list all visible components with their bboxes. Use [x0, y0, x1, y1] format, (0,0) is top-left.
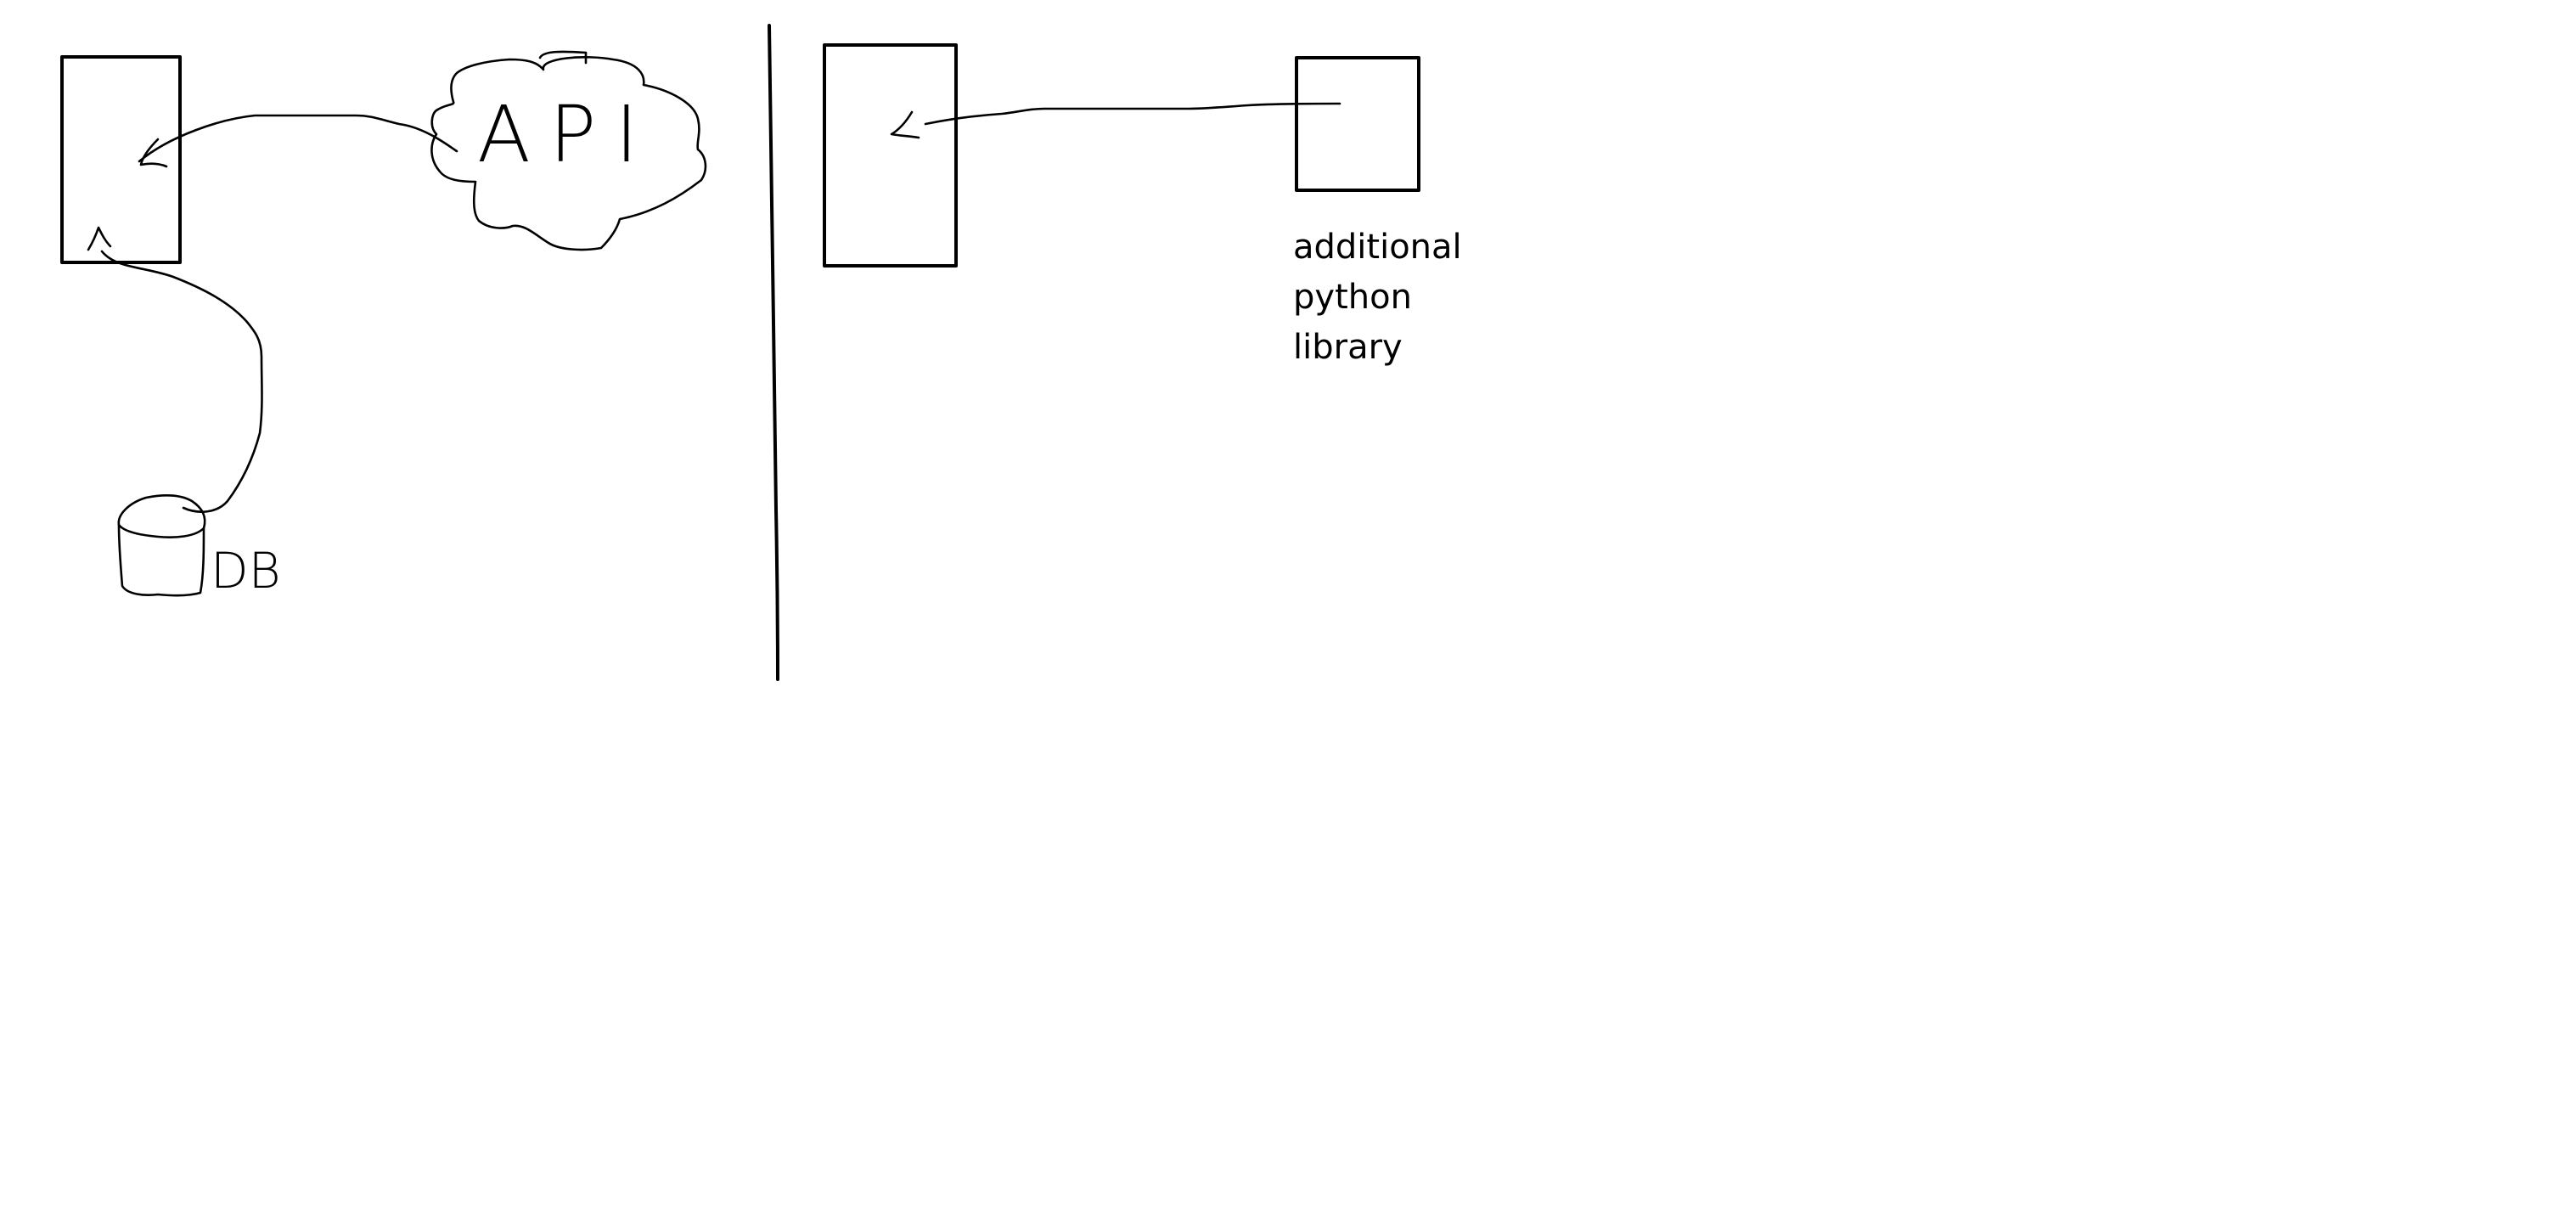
db-to-client-arrow — [100, 250, 263, 513]
db-cylinder-body — [117, 523, 205, 597]
panel-divider — [768, 24, 779, 681]
api-cloud-bump — [538, 50, 588, 59]
api-label: API — [477, 89, 657, 180]
api-cloud — [430, 56, 707, 251]
db-cylinder — [117, 494, 206, 538]
library-label-line-1: additional — [1293, 228, 1462, 267]
api-to-client-arrow — [138, 114, 458, 163]
library-box — [1295, 56, 1420, 192]
library-to-client-arrow — [924, 102, 1341, 126]
library-label-line-3: library — [1293, 328, 1403, 367]
client-box-left — [60, 55, 182, 264]
library-label: additional python library — [1293, 223, 1462, 373]
client-box-right — [823, 43, 958, 268]
library-arrow-head — [890, 110, 920, 139]
db-label: DB — [211, 542, 281, 600]
api-arrow-head — [139, 138, 168, 168]
db-arrow-head — [87, 226, 112, 251]
library-label-line-2: python — [1293, 278, 1412, 317]
